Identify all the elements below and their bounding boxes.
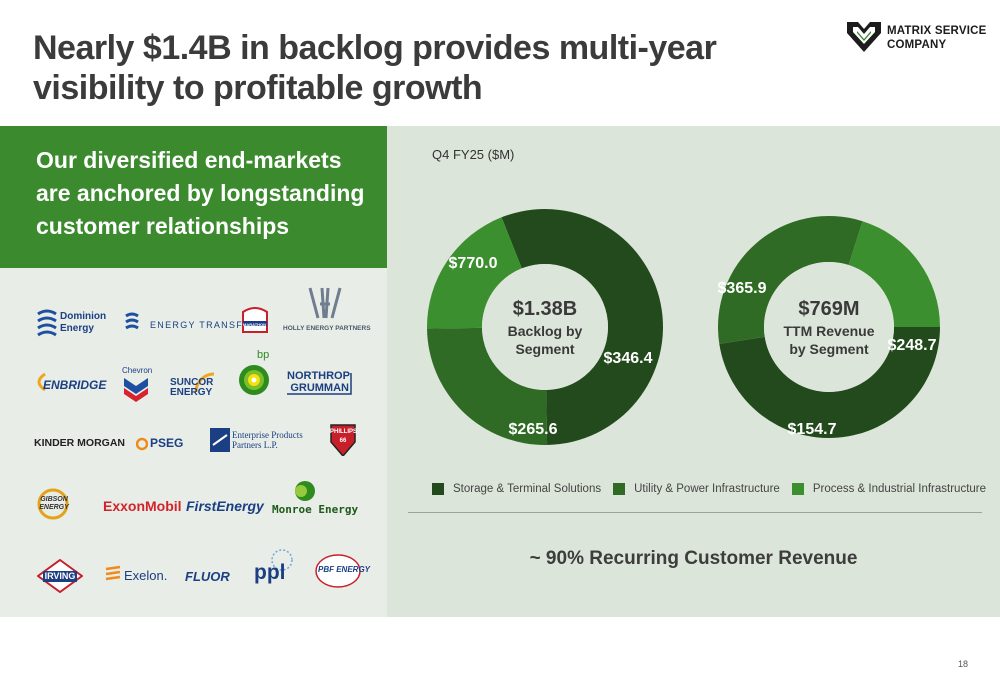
monroe-energy-logo: Monroe Energy [272, 503, 359, 516]
exelon-logo: Exelon. [124, 568, 168, 583]
end-markets-heading-line3: customer relationships [36, 213, 290, 239]
donut1-center-line2: by Segment [789, 341, 869, 357]
donut1-slice-process [848, 221, 940, 327]
donut1-center [764, 262, 894, 392]
enbridge-logo: ENBRIDGE [43, 378, 107, 392]
chevron-logo-icon [124, 378, 148, 402]
donut0-center-line1: Backlog by [508, 323, 583, 339]
firstenergy-logo: FirstEnergy [186, 498, 264, 514]
enbridge-logo-icon [37, 372, 46, 392]
pseg-logo: PSEG [150, 436, 184, 450]
legend-item-process: Process & Industrial Infrastructure [791, 483, 987, 495]
pbf-energy-logo-icon [315, 554, 361, 588]
company-logo-text: MATRIX SERVICE COMPANY [887, 24, 987, 52]
donut1-label-storage: $365.9 [718, 280, 767, 297]
end-markets-banner: Our diversified end-markets are anchored… [0, 126, 387, 268]
page-title: Nearly $1.4B in backlog provides multi-y… [33, 28, 793, 108]
company-logo: MATRIX SERVICE COMPANY [845, 18, 990, 58]
legend-label-process: Process & Industrial Infrastructure [812, 483, 987, 495]
legend-swatch-storage [432, 483, 444, 495]
legend-item-utility: Utility & Power Infrastructure [613, 483, 780, 495]
northrop-grumman-underline-icon [287, 373, 352, 395]
irving-logo-icon [37, 559, 83, 593]
exelon-logo-icon [105, 565, 121, 581]
backlog-donut-chart: $1.38B Backlog by Segment $770.0 $346.4 $265.… [427, 208, 664, 445]
enterprise-logo-icon [210, 428, 230, 452]
energy-transfer-logo-icon [125, 312, 139, 330]
kinder-morgan-logo: KINDER MORGAN [34, 437, 125, 449]
chevron-logo: Chevron [122, 366, 153, 375]
marathon-logo: MARATHON [243, 322, 267, 327]
bp-logo-icon [239, 365, 269, 395]
chart-legend: Storage & Terminal Solutions Utility & P… [432, 480, 998, 498]
irving-logo: IRVING [44, 571, 76, 581]
donut0-label-process: $265.6 [509, 421, 558, 438]
phillips-66-logo: PHILLIPS 66 [330, 429, 358, 444]
monroe-energy-logo-icon [295, 481, 315, 501]
bp-logo: bp [257, 349, 270, 361]
pbf-energy-logo: PBF ENERGY [318, 565, 371, 574]
section-divider [408, 512, 982, 513]
pseg-logo-icon [136, 437, 148, 451]
marathon-logo-icon [242, 307, 268, 333]
legend-swatch-utility [613, 483, 626, 495]
donut0-center-line2: Segment [515, 341, 574, 357]
northrop-grumman-logo: NORTHROP GRUMMAN [287, 370, 350, 394]
legend-swatch-process [791, 483, 804, 495]
ppl-logo: ppl [254, 561, 286, 584]
holly-energy-partners-logo: HOLLY ENERGY PARTNERS [283, 325, 371, 332]
energy-transfer-logo: ENERGY TRANSFER [150, 320, 259, 330]
customer-logos-panel: Dominion Energy ENERGY TRANSFER MARATHON… [0, 268, 387, 617]
donut0-label-utility: $346.4 [604, 350, 653, 367]
donut1-center-line1: TTM Revenue [783, 323, 874, 339]
donut0-slice-process [427, 217, 522, 329]
page-title-line2: visibility to profitable growth [33, 69, 483, 107]
donut0-slice-utility [427, 327, 548, 445]
recurring-revenue-note: ~ 90% Recurring Customer Revenue [529, 548, 858, 569]
exxonmobil-logo: ExxonMobil [103, 498, 182, 514]
donut0-label-storage: $770.0 [449, 255, 498, 272]
gibson-energy-logo-icon [37, 488, 69, 520]
fluor-logo: FLUOR [185, 569, 230, 584]
suncor-logo: SUNCOR ENERGY [170, 377, 214, 398]
legend-item-storage: Storage & Terminal Solutions [432, 483, 601, 495]
revenue-donut-chart: $769M TTM Revenue by Segment $365.9 $248.7 $1… [718, 216, 941, 439]
donut1-slice-utility [718, 216, 863, 344]
end-markets-heading-line2: are anchored by longstanding [36, 180, 365, 206]
page-title-line1: Nearly $1.4B in backlog provides multi-y… [33, 29, 717, 67]
dominion-energy-logo: Dominion Energy [60, 311, 107, 334]
gibson-energy-logo: GIBSON ENERGY [39, 496, 69, 511]
company-logo-line1: MATRIX SERVICE [887, 25, 987, 37]
company-logo-line2: COMPANY [887, 39, 947, 51]
legend-label-utility: Utility & Power Infrastructure [634, 483, 780, 495]
donut0-slice-storage [501, 208, 664, 445]
donut1-center-value: $769M [798, 298, 859, 320]
donut1-label-process: $154.7 [788, 421, 837, 438]
period-label: Q4 FY25 ($M) [432, 147, 515, 162]
page-number: 18 [958, 659, 969, 669]
donut0-center-value: $1.38B [513, 298, 578, 320]
matrix-logo-icon [847, 22, 881, 52]
legend-label-storage: Storage & Terminal Solutions [453, 483, 602, 495]
suncor-logo-icon [194, 372, 215, 393]
enterprise-products-logo: Enterprise Products Partners L.P. [232, 430, 303, 450]
donut1-label-utility: $248.7 [888, 337, 937, 354]
donut0-center [482, 264, 608, 390]
donut1-slice-storage [719, 327, 941, 439]
end-markets-heading-line1: Our diversified end-markets [36, 147, 342, 173]
dominion-energy-logo-icon [37, 309, 57, 337]
holly-energy-logo-icon [308, 287, 342, 319]
end-markets-heading: Our diversified end-markets are anchored… [36, 144, 381, 243]
ppl-logo-icon [271, 549, 293, 571]
